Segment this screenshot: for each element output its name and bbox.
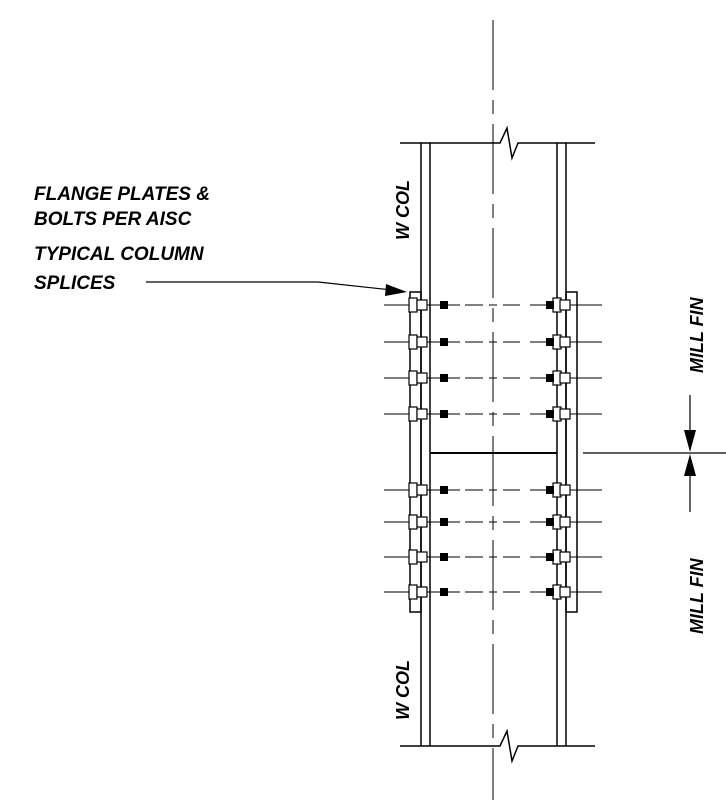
left-splice-plate: [409, 291, 422, 613]
flange-note-line-4: SPLICES: [34, 273, 116, 294]
left-column-flange: [420, 143, 431, 746]
mill-fin-arrow-up: [684, 454, 696, 476]
mill-fin-label-upper: MILL FIN: [687, 296, 707, 373]
bolt-group: [384, 297, 602, 600]
w-col-label-top: W COL: [393, 180, 413, 240]
bolt: [530, 334, 602, 350]
bolt: [530, 514, 602, 530]
bolt: [530, 584, 602, 600]
flange-note-line-2: BOLTS PER AISC: [34, 209, 192, 230]
flange-note-line-3: TYPICAL COLUMN: [34, 244, 205, 265]
right-splice-plate: [565, 291, 578, 613]
bolt: [384, 370, 460, 386]
mill-fin-arrow-down: [684, 430, 696, 452]
top-break-line: [400, 125, 595, 161]
bolt: [384, 549, 460, 565]
bolt: [530, 482, 602, 498]
bolt: [384, 406, 460, 422]
mill-fin-label-lower: MILL FIN: [687, 557, 707, 634]
bolt: [384, 584, 460, 600]
mill-fin-dimension: [684, 395, 696, 512]
bolt: [530, 297, 602, 313]
flange-note-line-1: FLANGE PLATES &: [34, 184, 210, 205]
bolt: [530, 406, 602, 422]
w-col-label-bottom: W COL: [393, 660, 413, 720]
bolt: [384, 514, 460, 530]
right-column-flange: [556, 143, 567, 746]
leader-arrowhead: [385, 284, 407, 296]
bolt: [530, 370, 602, 386]
bolt: [530, 549, 602, 565]
bolt: [384, 297, 460, 313]
bolt: [384, 334, 460, 350]
bottom-break-line: [400, 728, 595, 764]
flange-note-leader: [146, 281, 407, 296]
bolt: [384, 482, 460, 498]
